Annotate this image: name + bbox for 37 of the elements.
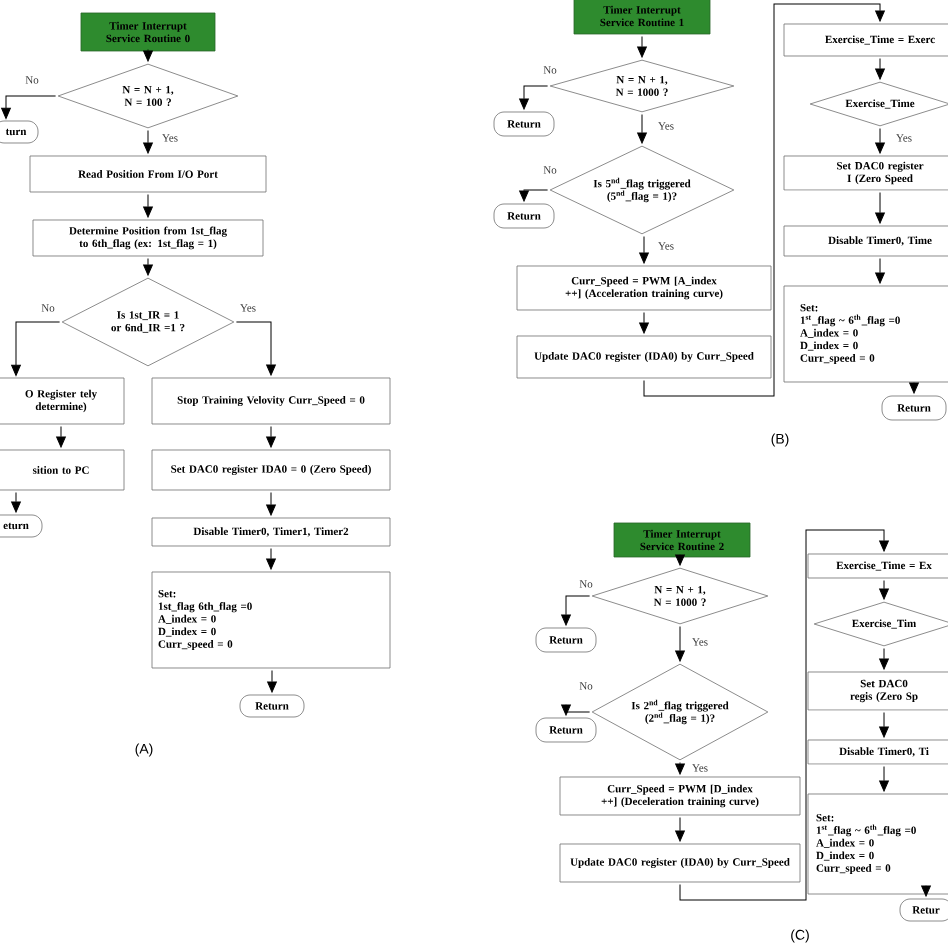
arrow <box>561 704 591 716</box>
arrow <box>679 529 889 901</box>
arrow <box>639 311 649 334</box>
arrow <box>675 625 685 662</box>
arrow <box>879 765 889 792</box>
arrow <box>875 127 885 154</box>
arrow <box>879 579 889 600</box>
arrow <box>266 491 276 516</box>
arrow <box>637 35 647 58</box>
arrow <box>519 85 549 110</box>
arrow <box>519 189 549 202</box>
arrow <box>879 711 889 738</box>
arrow <box>879 647 889 670</box>
arrow <box>875 257 885 284</box>
arrow <box>921 885 931 897</box>
arrow <box>875 57 885 80</box>
arrow <box>11 491 21 513</box>
arrow <box>561 595 591 626</box>
arrow <box>875 191 885 224</box>
arrow <box>637 113 647 144</box>
arrow <box>675 554 685 566</box>
arrow <box>639 235 649 264</box>
arrow <box>909 382 919 394</box>
arrow <box>56 425 66 448</box>
arrow <box>143 193 153 218</box>
arrow <box>266 547 276 570</box>
arrow <box>143 48 153 62</box>
arrow <box>675 816 685 842</box>
arrow <box>267 669 277 693</box>
arrow <box>675 761 685 775</box>
arrow <box>143 129 153 154</box>
arrow <box>1 95 57 119</box>
arrow <box>143 257 153 276</box>
arrow <box>643 3 885 397</box>
arrow <box>11 321 61 376</box>
arrow <box>235 321 276 376</box>
arrow <box>266 425 276 448</box>
